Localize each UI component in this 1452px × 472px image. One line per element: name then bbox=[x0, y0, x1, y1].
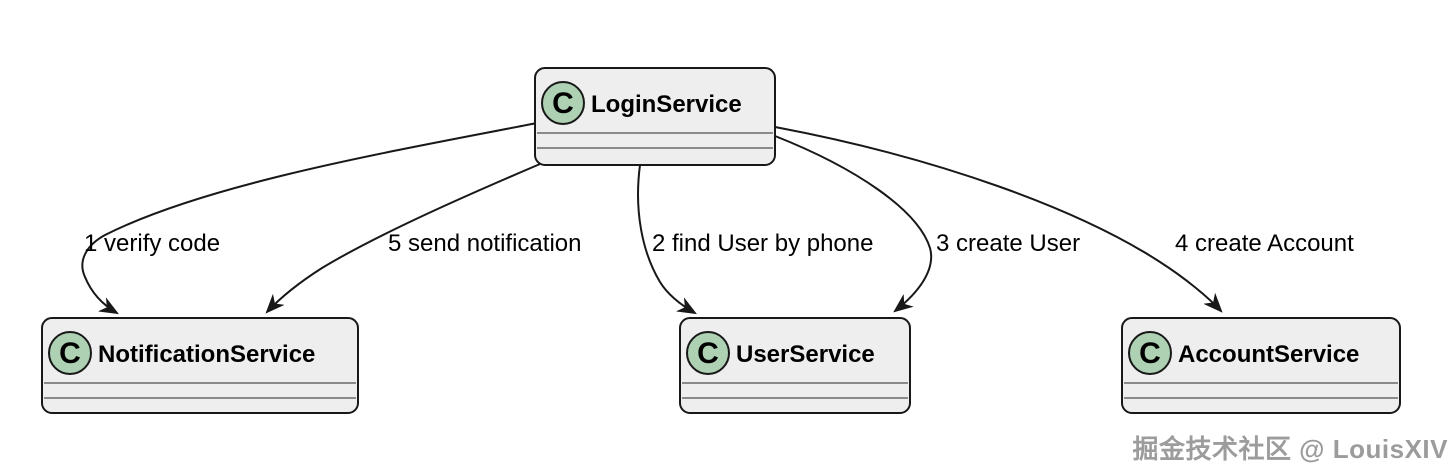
class-stereotype-circle-icon bbox=[48, 331, 92, 375]
class-stereotype-circle-icon bbox=[1128, 331, 1172, 375]
class-NotificationService: C NotificationService bbox=[41, 317, 359, 414]
class-stereotype-letter: C bbox=[1139, 337, 1161, 370]
class-stereotype-letter: C bbox=[697, 337, 719, 370]
edge-label: 1 verify code bbox=[84, 230, 220, 257]
edge-path bbox=[267, 163, 541, 312]
edge-label: 4 create Account bbox=[1175, 230, 1354, 257]
class-box bbox=[534, 67, 776, 166]
class-box bbox=[41, 317, 359, 414]
class-title: NotificationService bbox=[98, 341, 315, 368]
edge-3: 2 find User by phone bbox=[637, 164, 873, 313]
edge-4: 3 create User bbox=[774, 135, 1080, 311]
class-title: UserService bbox=[736, 341, 875, 368]
class-stereotype-letter: C bbox=[552, 87, 574, 120]
class-AccountService: C AccountService bbox=[1121, 317, 1401, 414]
edge-1: 1 verify code bbox=[81, 122, 538, 313]
edge-label: 2 find User by phone bbox=[652, 230, 873, 257]
edge-label: 5 send notification bbox=[388, 230, 581, 257]
edge-2: 5 send notification bbox=[267, 163, 581, 312]
edge-path bbox=[637, 164, 695, 313]
edge-5: 4 create Account bbox=[774, 126, 1354, 311]
class-stereotype-letter: C bbox=[59, 337, 81, 370]
edge-label: 3 create User bbox=[936, 230, 1080, 257]
class-LoginService: C LoginService bbox=[534, 67, 776, 166]
class-UserService: C UserService bbox=[679, 317, 911, 414]
class-stereotype-circle-icon bbox=[541, 81, 585, 125]
class-box bbox=[679, 317, 911, 414]
class-title: LoginService bbox=[591, 91, 742, 118]
class-box bbox=[1121, 317, 1401, 414]
watermark: 掘金技术社区 @ LouisXIV bbox=[1132, 434, 1448, 464]
edge-path bbox=[774, 126, 1221, 311]
edge-path bbox=[774, 135, 933, 311]
class-stereotype-circle-icon bbox=[686, 331, 730, 375]
class-title: AccountService bbox=[1178, 341, 1359, 368]
edge-path bbox=[81, 122, 538, 313]
